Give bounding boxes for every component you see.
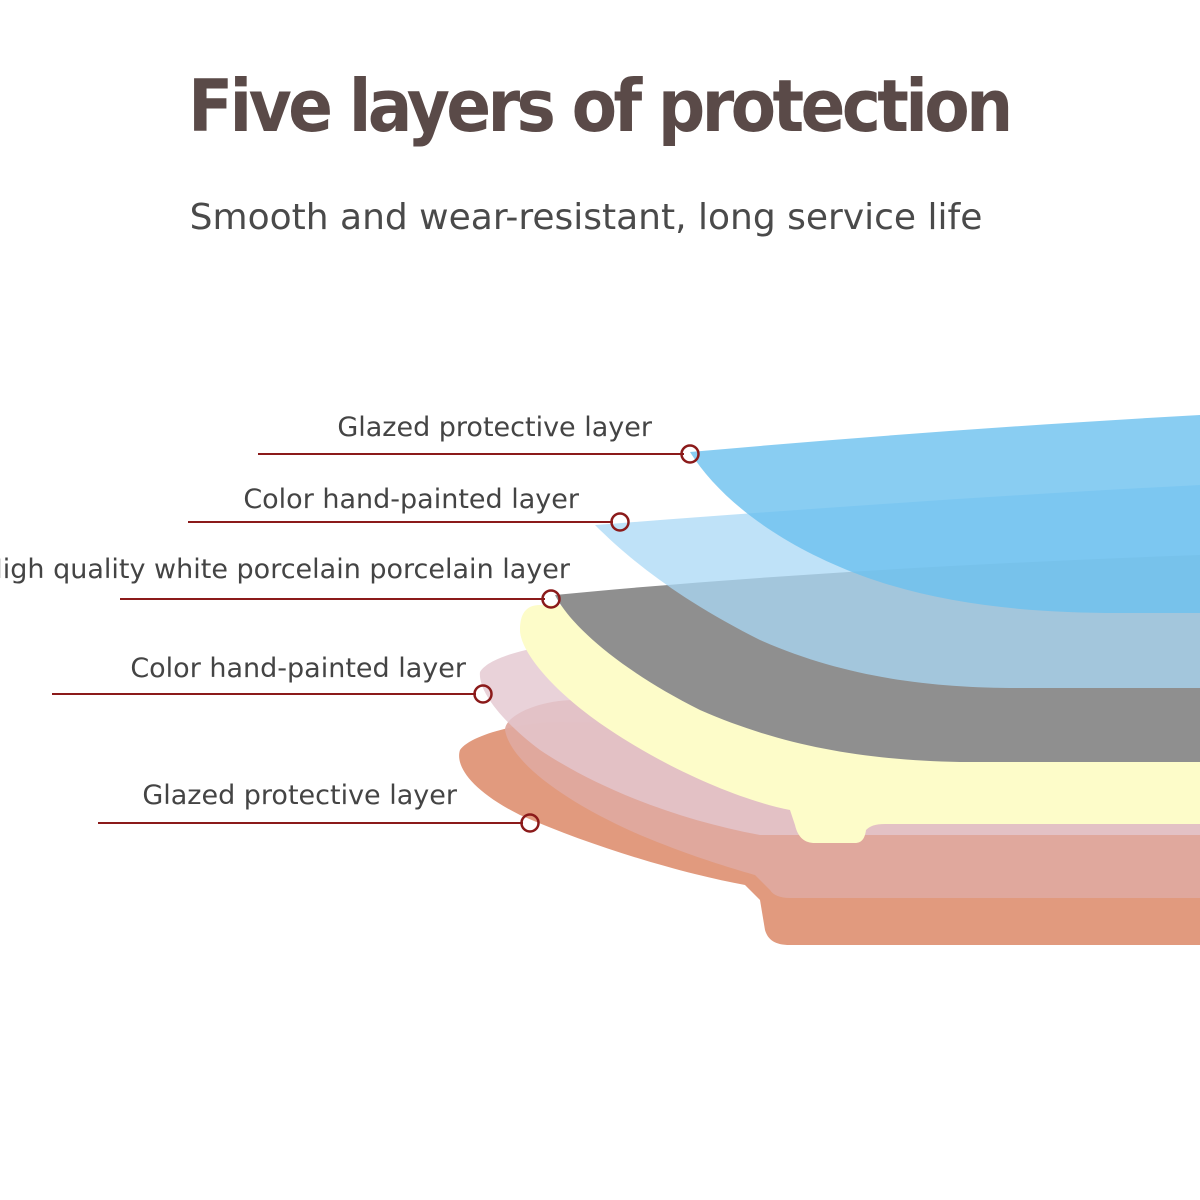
layer-label-5: Glazed protective layer <box>142 780 457 811</box>
layer-shape-top-glaze <box>690 415 1200 613</box>
marker-4 <box>473 684 493 704</box>
layer-label-4: Color hand-painted layer <box>130 653 466 684</box>
layer-label-1: Glazed protective layer <box>337 412 652 443</box>
marker-5 <box>520 813 540 833</box>
marker-1 <box>680 444 700 464</box>
page-subtitle: Smooth and wear-resistant, long service … <box>189 197 983 238</box>
layer-label-2: Color hand-painted layer <box>243 484 579 515</box>
marker-3 <box>541 589 561 609</box>
page-title: Five layers of protection <box>187 64 1013 148</box>
marker-2 <box>610 512 630 532</box>
layer-label-3: High quality white porcelain porcelain l… <box>0 554 570 585</box>
